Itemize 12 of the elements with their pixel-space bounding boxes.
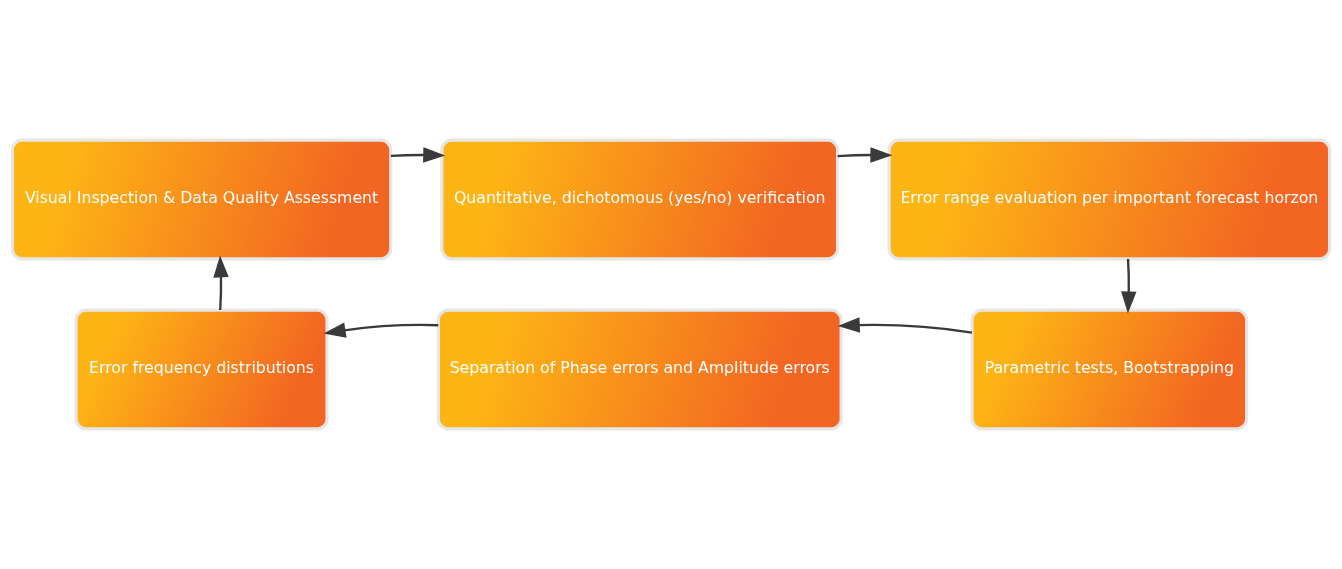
node-box: Error frequency distributions [74, 308, 329, 431]
node-box: Quantitative, dichotomous (yes/no) verification [440, 138, 840, 261]
node-box: Parametric tests, Bootstrapping [970, 308, 1249, 431]
arrow [837, 147, 893, 163]
arrow [1121, 258, 1137, 314]
arrow [390, 147, 446, 163]
node-box: Separation of Phase errors and Amplitude errors [436, 308, 843, 431]
node-box: Visual Inspection & Data Quality Assessment [10, 138, 393, 261]
node-box: Error range evaluation per important forecast horzon [887, 138, 1332, 261]
arrow [837, 317, 973, 334]
arrow [213, 255, 229, 311]
arrow [323, 322, 439, 338]
